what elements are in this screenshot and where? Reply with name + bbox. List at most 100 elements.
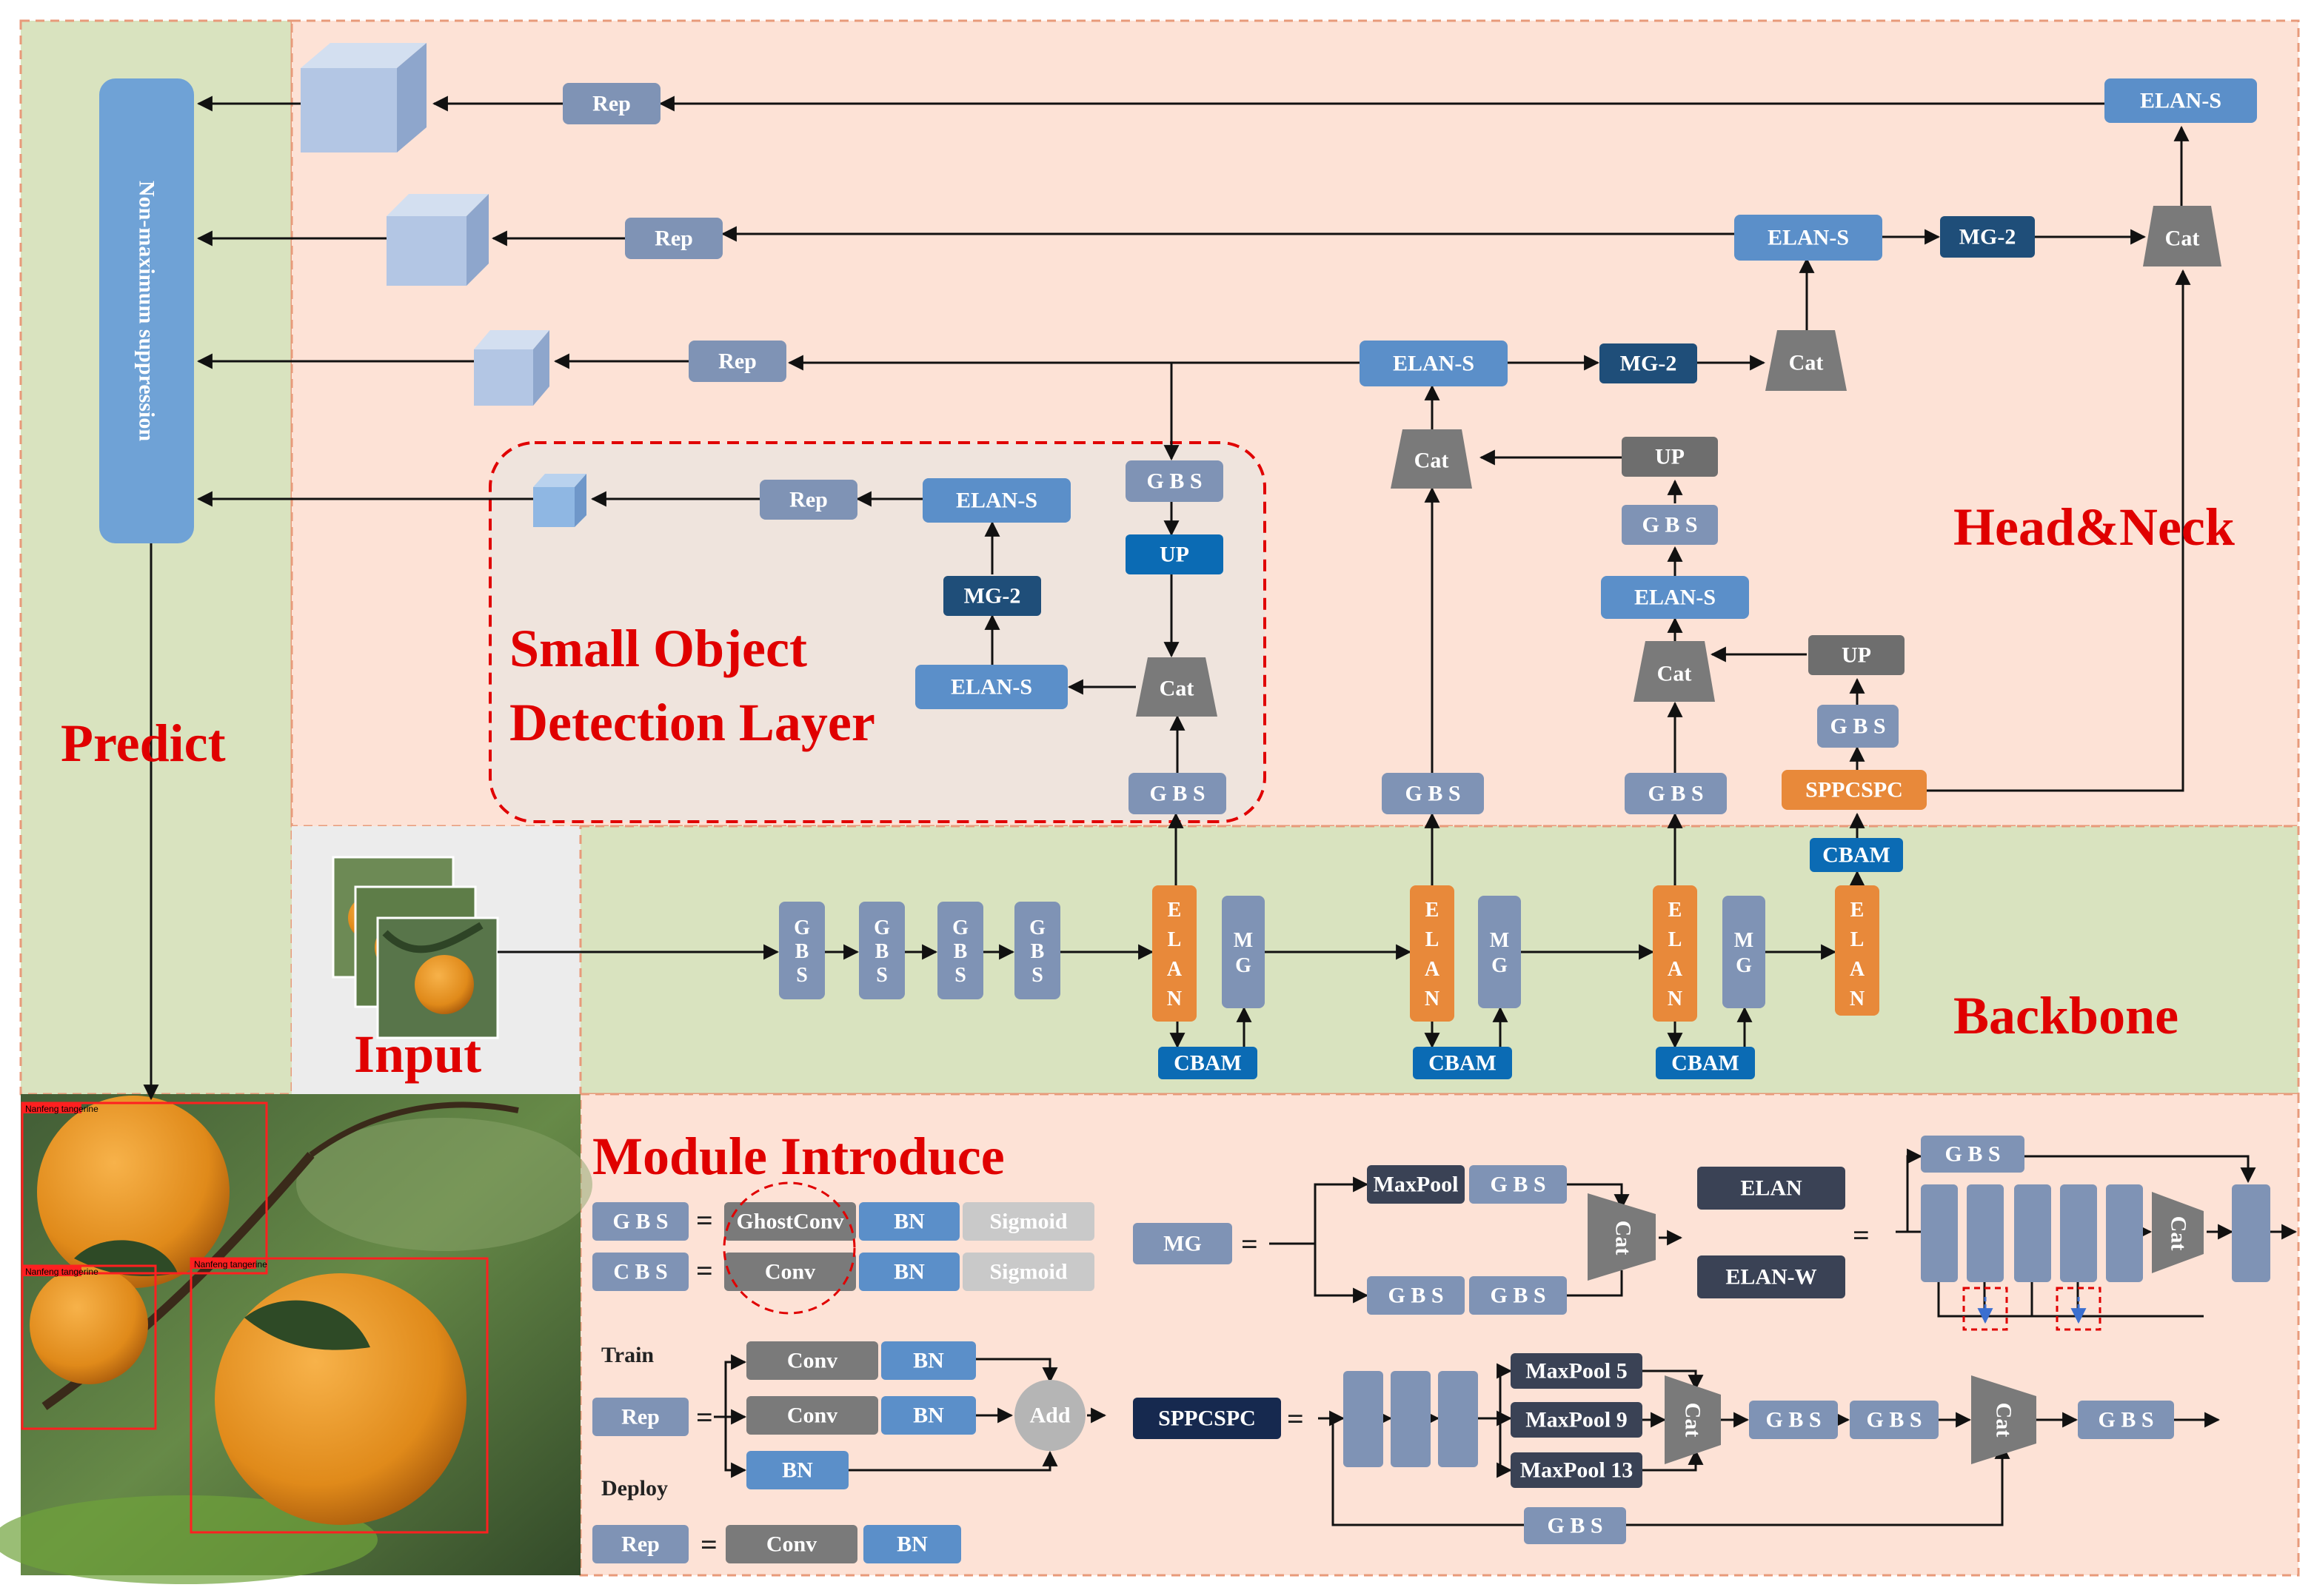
- gbs-box: G B S: [2098, 1408, 2153, 1432]
- elan-s-box: ELAN-S: [1768, 226, 1849, 250]
- gbs-box: G B S: [1866, 1408, 1922, 1432]
- cat-block: Cat: [1160, 677, 1194, 701]
- rep-box: Rep: [655, 227, 693, 251]
- section-small-object-2: Detection Layer: [509, 693, 875, 752]
- mg2-box: MG-2: [1620, 352, 1677, 376]
- small-object-boxes: ELAN-S G B S UP MG-2 ELAN-S Cat G B S: [915, 460, 1226, 814]
- output-cube-large: [301, 43, 427, 152]
- equals-sign: =: [1853, 1218, 1870, 1252]
- mg2-box: MG-2: [1959, 225, 2016, 249]
- gbs-box: G B S: [1945, 1142, 2000, 1167]
- section-backbone: Backbone: [1953, 986, 2178, 1045]
- section-module-intro: Module Introduce: [592, 1127, 1005, 1186]
- detection-label: Nanfeng tangerine: [194, 1259, 267, 1270]
- cat-block: Cat: [1681, 1403, 1705, 1438]
- gbs-box: G B S: [1490, 1173, 1545, 1197]
- equals-sign: =: [696, 1401, 713, 1434]
- gbs-box: G B S: [1405, 782, 1460, 806]
- equals-sign: =: [1241, 1227, 1258, 1261]
- equals-sign: =: [696, 1204, 713, 1237]
- mg2-box: MG-2: [964, 584, 1021, 608]
- detection-photo: Nanfeng tangerine Nanfeng tangerine Nanf…: [0, 1094, 592, 1584]
- gbs-box: G B S: [1146, 469, 1202, 494]
- up-box: UP: [1160, 543, 1189, 567]
- gbs-box: G B S: [1388, 1284, 1443, 1308]
- ghostconv-box: GhostConv: [736, 1210, 843, 1234]
- rep-box: Rep: [718, 349, 757, 374]
- mg-box: MG: [1163, 1232, 1202, 1256]
- train-label: Train: [601, 1343, 654, 1367]
- elan-box: ELAN: [1740, 1176, 1802, 1201]
- conv-box: Conv: [766, 1532, 817, 1557]
- sigmoid-box: Sigmoid: [989, 1260, 1067, 1284]
- cbam-box: CBAM: [1671, 1051, 1739, 1076]
- highlight-circle: [723, 1181, 856, 1315]
- maxpool9-box: MaxPool 9: [1525, 1408, 1627, 1432]
- cat-block: Cat: [2165, 227, 2200, 251]
- elan-s-box: ELAN-S: [951, 675, 1032, 700]
- gbs-box: G B S: [612, 1210, 668, 1234]
- elan-s-box: ELAN-S: [956, 489, 1037, 513]
- maxpool5-box: MaxPool 5: [1525, 1359, 1627, 1384]
- section-predict: Predict: [61, 714, 226, 773]
- conv-box: Conv: [787, 1349, 837, 1373]
- bn-box: BN: [913, 1404, 944, 1428]
- bn-box: BN: [897, 1532, 928, 1557]
- gbs-box: G B S: [1490, 1284, 1545, 1308]
- module-introduce: G B S = GhostConv BN Sigmoid C B S = Con…: [592, 1136, 2298, 1563]
- cat-block: Cat: [1789, 351, 1824, 375]
- output-cube-medium: [387, 194, 489, 286]
- cat-block: Cat: [1611, 1221, 1636, 1255]
- cbam-box: CBAM: [1822, 843, 1890, 868]
- gbs-box: G B S: [1642, 513, 1697, 537]
- bn-box: BN: [913, 1349, 944, 1373]
- cbam-box: CBAM: [1428, 1051, 1497, 1076]
- head-boxes: ELAN-S Rep Rep Rep Rep ELAN-S MG-2 Cat E…: [563, 78, 2257, 872]
- rep-box: Rep: [621, 1405, 660, 1429]
- up-box: UP: [1655, 445, 1685, 469]
- elan-w-box: ELAN-W: [1725, 1265, 1816, 1290]
- section-small-object-1: Small Object: [509, 619, 807, 678]
- equals-sign: =: [700, 1528, 718, 1561]
- gbs-box: G B S: [1547, 1514, 1602, 1538]
- sppcspc-box: SPPCSPC: [1805, 778, 1903, 802]
- equals-sign: =: [696, 1254, 713, 1287]
- backbone-boxes: CBAM CBAM CBAM: [779, 885, 1879, 1079]
- output-cube-tiny: [533, 474, 586, 527]
- maxpool-box: MaxPool: [1374, 1173, 1459, 1197]
- deploy-label: Deploy: [601, 1476, 668, 1501]
- rep-box: Rep: [592, 92, 631, 116]
- rep-box: Rep: [621, 1532, 660, 1557]
- bn-box: BN: [894, 1260, 925, 1284]
- detection-label: Nanfeng tangerine: [25, 1104, 98, 1114]
- section-input: Input: [354, 1025, 481, 1084]
- gbs-box: G B S: [1648, 782, 1703, 806]
- elan-s-box: ELAN-S: [2140, 89, 2221, 113]
- maxpool13-box: MaxPool 13: [1520, 1458, 1633, 1483]
- sigmoid-box: Sigmoid: [989, 1210, 1067, 1234]
- cat-block: Cat: [1992, 1403, 2016, 1438]
- detection-label: Nanfeng tangerine: [25, 1267, 98, 1277]
- input-images: [332, 856, 499, 1039]
- bn-box: BN: [782, 1458, 813, 1483]
- cat-block: Cat: [1657, 662, 1692, 686]
- cat-block: Cat: [2167, 1216, 2191, 1251]
- cat-block: Cat: [1414, 449, 1449, 473]
- cbs-box: C B S: [613, 1260, 667, 1284]
- gbs-box: G B S: [1765, 1408, 1821, 1432]
- section-head-neck: Head&Neck: [1953, 497, 2235, 557]
- bn-box: BN: [894, 1210, 925, 1234]
- elan-s-box: ELAN-S: [1634, 586, 1716, 610]
